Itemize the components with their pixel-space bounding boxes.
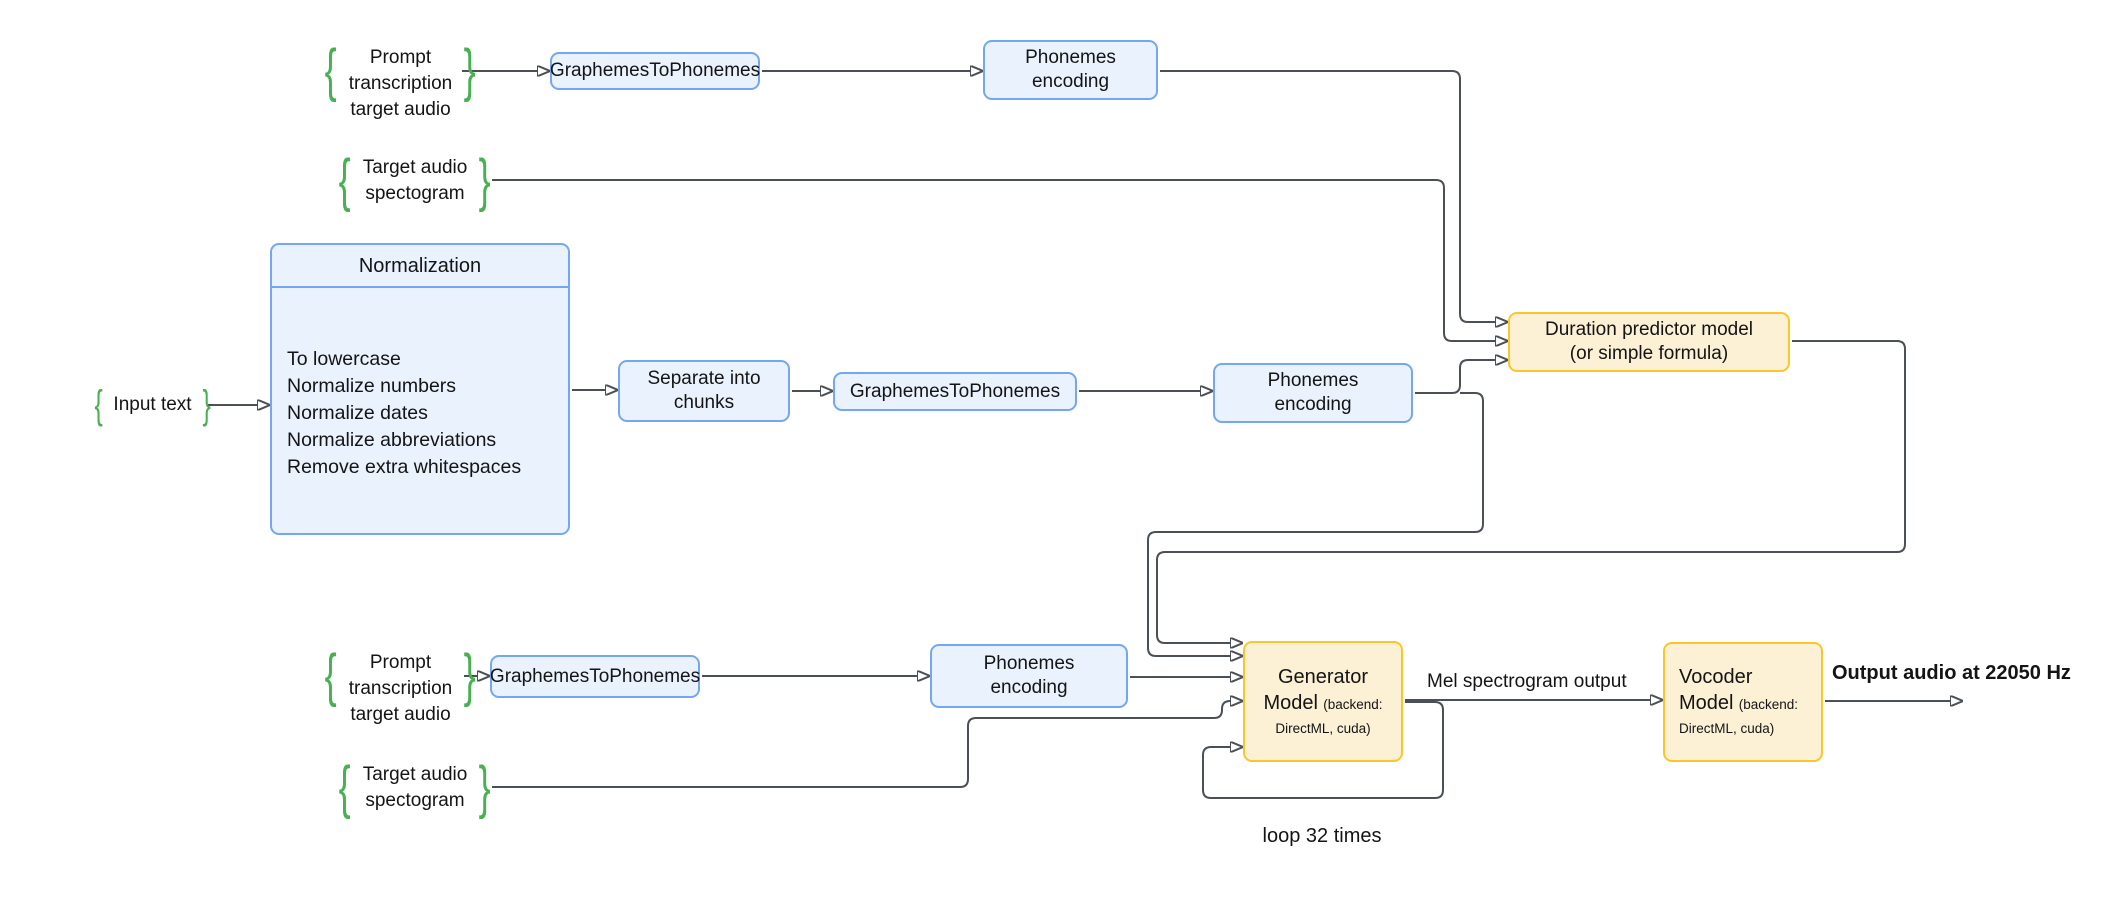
- input-label-line: target audio: [350, 99, 451, 120]
- node-generator-model: Generator Model (backend: DirectML, cuda…: [1243, 641, 1403, 762]
- node-phonemes-encoding-bottom: Phonemes encoding: [930, 644, 1128, 708]
- mel-spectrogram-output-label: Mel spectrogram output: [1427, 671, 1627, 692]
- node-phonemes-encoding-mid: Phonemes encoding: [1213, 363, 1413, 423]
- input-target-audio-spectogram-top: { Target audio spectogram }: [339, 148, 491, 213]
- node-graphemes-to-phonemes-mid: GraphemesToPhonemes: [833, 372, 1077, 411]
- normalization-item: Normalize dates: [287, 402, 428, 424]
- node-label: Phonemes encoding: [1025, 47, 1116, 92]
- node-label: GraphemesToPhonemes: [849, 380, 1061, 402]
- node-graphemes-to-phonemes-top: GraphemesToPhonemes: [550, 52, 760, 90]
- brace-left-icon: {: [325, 643, 338, 708]
- vocoder-title2: Model: [1679, 692, 1734, 714]
- generator-title: Generator: [1277, 665, 1369, 688]
- duration-line1: Duration predictor model: [1544, 319, 1754, 340]
- node-label: Separate into chunks: [647, 368, 761, 413]
- brace-right-icon: }: [202, 383, 211, 427]
- connector-spectogram-bottom-to-generator: [492, 701, 1231, 788]
- normalization-item: Normalize abbreviations: [287, 429, 497, 451]
- connector-spectogram-top-to-duration: [492, 179, 1496, 341]
- connector-phonemes-top-to-duration: [1160, 70, 1496, 322]
- input-prompt-transcription-top: { Prompt transcription } target audio: [325, 38, 476, 123]
- node-duration-predictor: Duration predictor model (or simple form…: [1508, 312, 1790, 372]
- node-label: Phonemes encoding: [983, 653, 1075, 698]
- node-label: Phonemes encoding: [1267, 370, 1359, 415]
- input-label-line: Prompt: [369, 652, 432, 673]
- brace-right-icon: }: [478, 755, 491, 820]
- input-label-line: Target audio: [362, 764, 468, 785]
- brace-right-icon: }: [463, 643, 476, 708]
- connector-phonemes-mid-to-duration: [1415, 360, 1496, 394]
- loop-32-times-label: loop 32 times: [1262, 825, 1382, 847]
- generator-backend-suffix: DirectML, cuda): [1275, 720, 1371, 736]
- brace-left-icon: {: [94, 383, 103, 427]
- node-graphemes-to-phonemes-bottom: GraphemesToPhonemes: [490, 655, 700, 698]
- input-label-line: spectogram: [365, 790, 465, 811]
- node-label: GraphemesToPhonemes: [489, 665, 701, 687]
- brace-left-icon: {: [339, 755, 352, 820]
- normalization-title: Normalization: [272, 245, 568, 288]
- connector-generator-loop: [1202, 701, 1444, 799]
- input-target-audio-spectogram-bottom: { Target audio spectogram }: [339, 755, 491, 820]
- generator-backend-prefix: (backend:: [1323, 696, 1383, 712]
- normalization-item: Remove extra whitespaces: [287, 456, 522, 478]
- input-label-line: transcription: [348, 678, 453, 699]
- input-prompt-transcription-bottom: { Prompt transcription } target audio: [325, 643, 476, 728]
- normalization-item: To lowercase: [287, 348, 401, 370]
- input-label-line: spectogram: [365, 183, 465, 204]
- duration-line2: (or simple formula): [1569, 343, 1729, 364]
- vocoder-title: Vocoder: [1679, 666, 1753, 688]
- brace-left-icon: {: [339, 148, 352, 213]
- node-phonemes-encoding-top: Phonemes encoding: [983, 40, 1158, 100]
- input-label-line: target audio: [350, 704, 451, 725]
- output-audio-label: Output audio at 22050 Hz: [1832, 662, 2071, 684]
- node-separate-into-chunks: Separate into chunks: [618, 360, 790, 422]
- node-normalization: Normalization To lowercase Normalize num…: [270, 243, 570, 535]
- brace-right-icon: }: [463, 38, 476, 103]
- normalization-item: Normalize numbers: [287, 375, 457, 397]
- node-label: Duration predictor model (or simple form…: [1545, 318, 1753, 366]
- connector-phonemes-mid-to-generator: [1147, 392, 1484, 656]
- connector-duration-to-generator: [1156, 340, 1906, 643]
- input-label-line: Input text: [113, 394, 192, 415]
- input-label-line: transcription: [348, 73, 453, 94]
- vocoder-backend-suffix: DirectML, cuda): [1679, 721, 1775, 736]
- brace-left-icon: {: [325, 38, 338, 103]
- vocoder-backend-prefix: (backend:: [1738, 697, 1799, 712]
- generator-title2: Model: [1263, 691, 1318, 714]
- input-label-line: Prompt: [369, 47, 432, 68]
- node-vocoder-model: Vocoder Model (backend: DirectML, cuda): [1663, 642, 1823, 762]
- brace-right-icon: }: [478, 148, 491, 213]
- input-label-line: Target audio: [362, 157, 468, 178]
- input-text-label: { Input text }: [94, 383, 211, 427]
- node-label: GraphemesToPhonemes: [549, 60, 761, 81]
